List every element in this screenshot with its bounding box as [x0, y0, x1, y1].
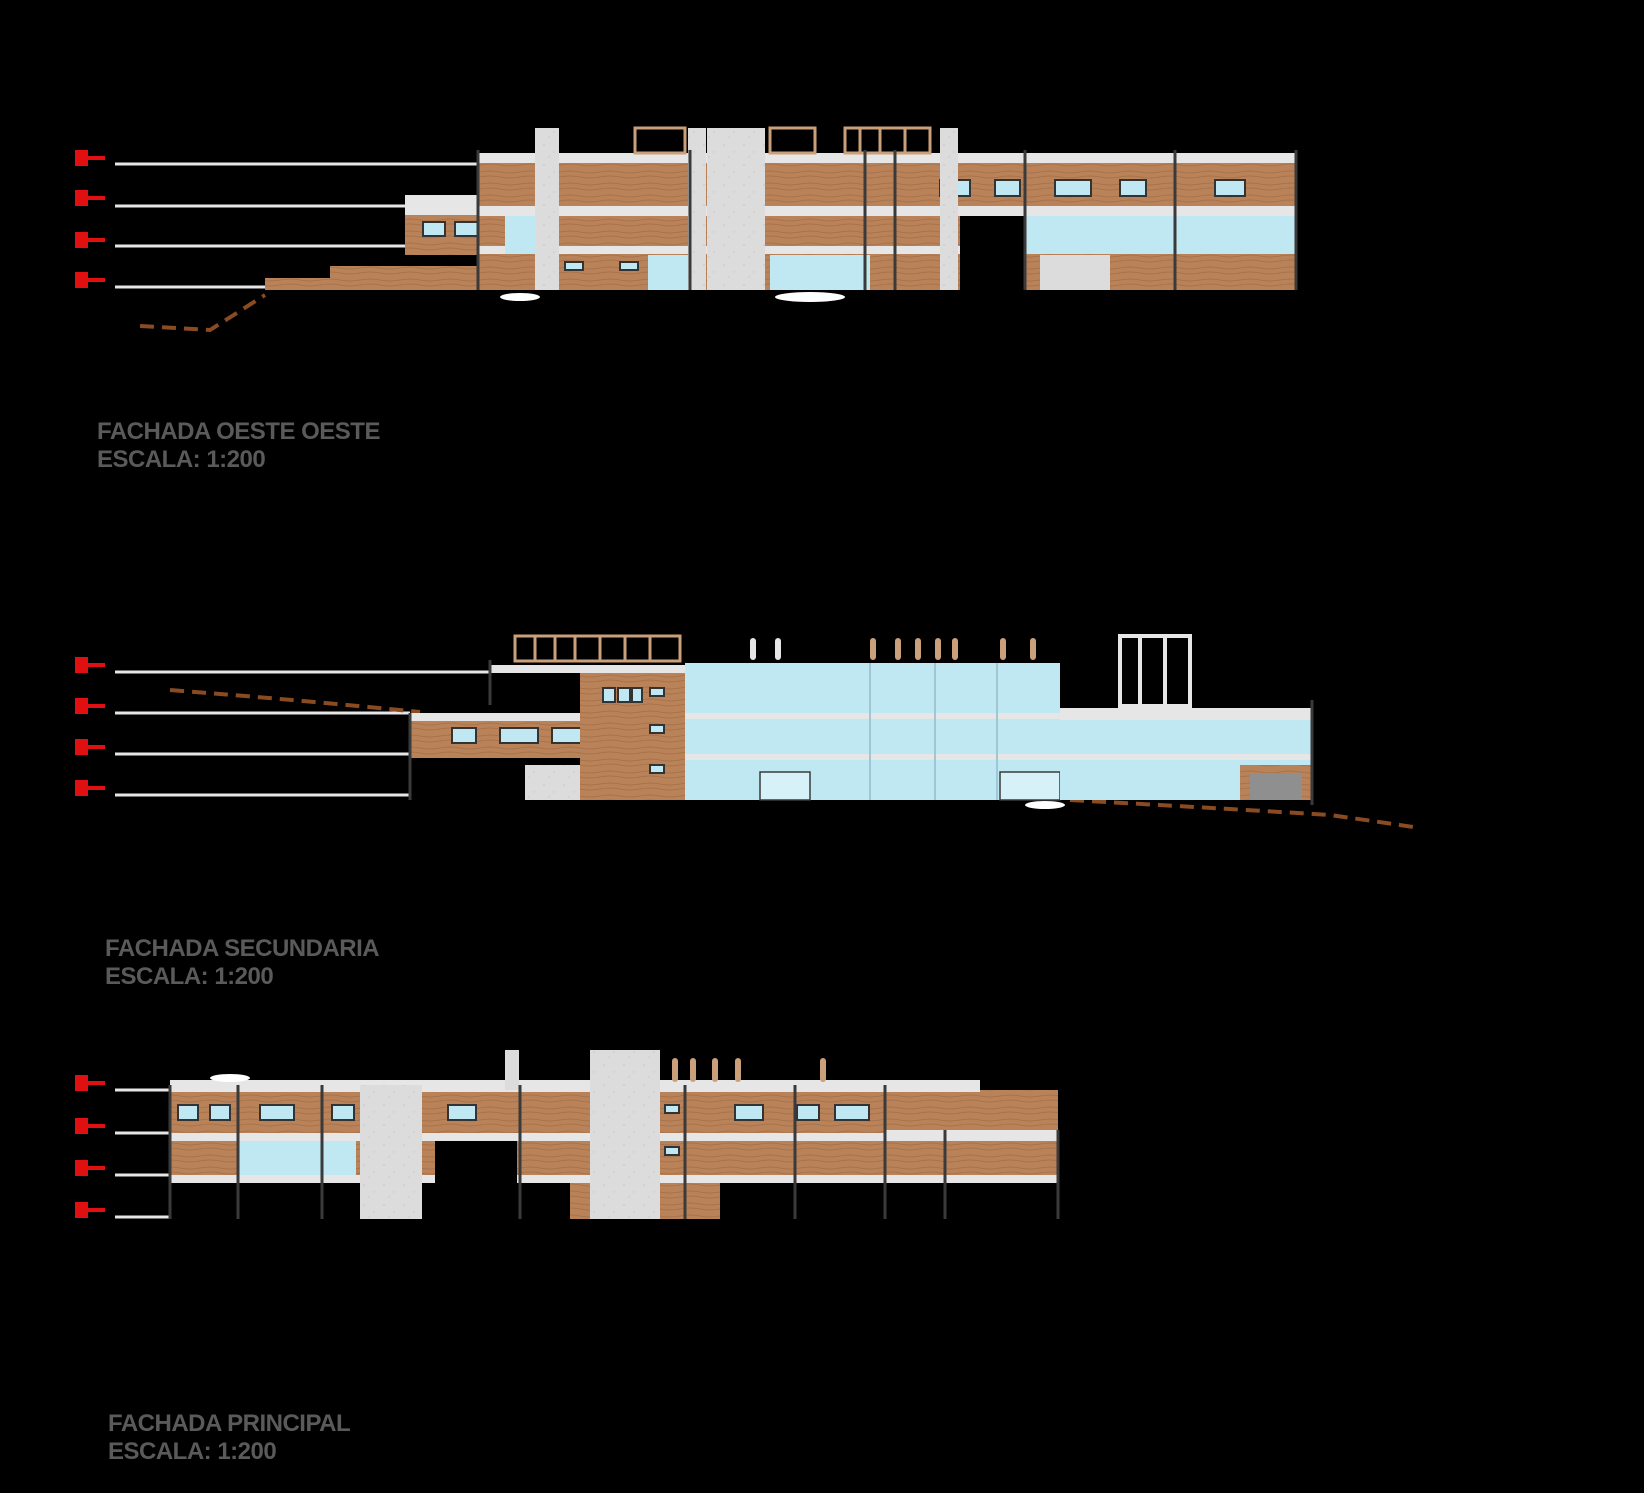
level-marker-icon [75, 1075, 105, 1218]
main-windows [177, 1104, 870, 1156]
level-lines [115, 162, 478, 289]
drawing-scale: ESCALA: 1:200 [108, 1438, 277, 1465]
level-lines [115, 1088, 170, 1219]
secondary-pergola [513, 634, 682, 663]
drawing-scale: ESCALA: 1:200 [97, 446, 266, 473]
elevation-main [75, 1050, 1060, 1219]
elevation-west [75, 126, 1298, 333]
level-marker-icon [75, 657, 105, 796]
main-concrete-core [360, 1085, 422, 1219]
drawing-title: FACHADA SECUNDARIA [105, 935, 380, 962]
terrain-line [139, 293, 267, 333]
west-pergola [633, 126, 932, 155]
west-concrete-core [707, 128, 765, 290]
terrain-line [169, 688, 421, 714]
elevation-secondary [75, 634, 1421, 830]
drawing-title: FACHADA OESTE OESTE [97, 418, 380, 445]
level-lines [115, 670, 490, 797]
drawing-title: FACHADA PRINCIPAL [108, 1410, 351, 1437]
wood-steps [265, 278, 505, 290]
caption-main: FACHADA PRINCIPAL ESCALA: 1:200 [108, 1410, 351, 1466]
caption-west: FACHADA OESTE OESTE ESCALA: 1:200 [97, 418, 380, 474]
terrain-line [1069, 798, 1421, 830]
caption-secondary: FACHADA SECUNDARIA ESCALA: 1:200 [105, 935, 380, 991]
level-marker-icon [75, 150, 105, 288]
drawing-scale: ESCALA: 1:200 [105, 963, 274, 990]
